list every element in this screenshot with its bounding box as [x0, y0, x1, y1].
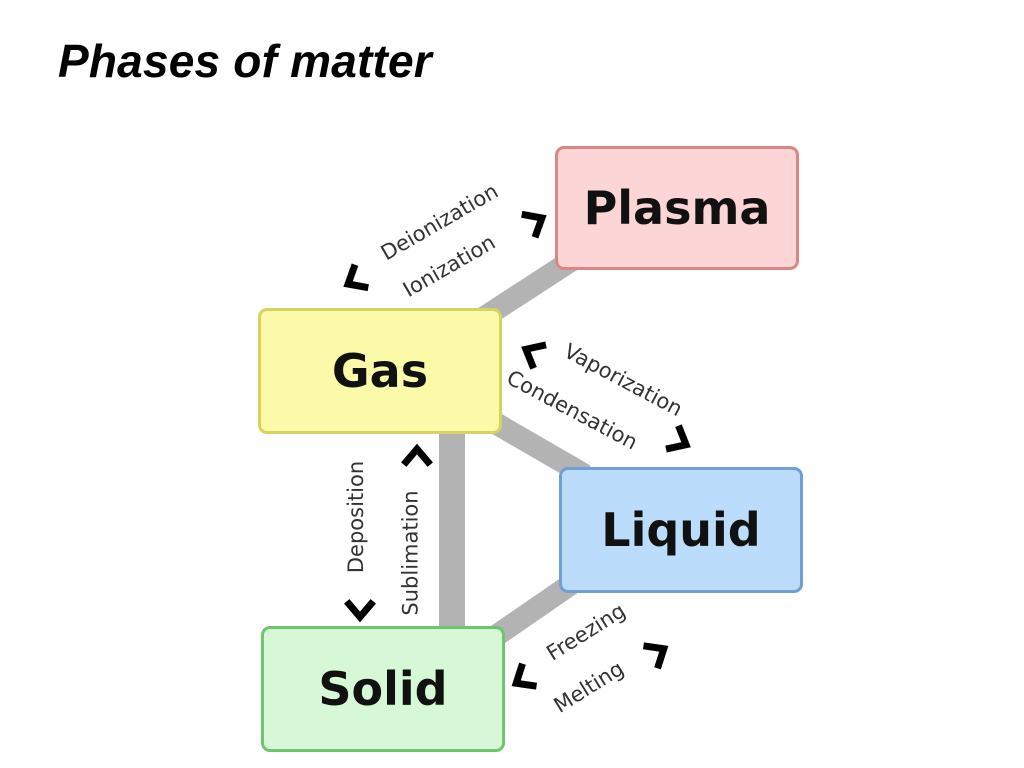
plasma-box: Plasma [555, 146, 799, 270]
chevron-right-icon [665, 424, 691, 453]
chevron-down-icon [344, 599, 376, 623]
page-title: Phases of matter [58, 35, 432, 87]
gas-box: Gas [258, 308, 502, 434]
sublimation-label: Sublimation [398, 490, 423, 616]
gas-label: Gas [331, 344, 429, 398]
deposition-label: Deposition [344, 460, 369, 574]
chevron-left-icon [521, 341, 547, 370]
chevron-up-icon [401, 443, 433, 467]
solid-box: Solid [261, 626, 505, 752]
liquid-box: Liquid [559, 467, 803, 593]
connector-gas-liquid [484, 410, 591, 485]
chevron-left-icon [343, 263, 369, 292]
chevron-right-icon [521, 210, 547, 239]
solid-label: Solid [318, 662, 448, 716]
chevron-left-icon [511, 662, 538, 690]
plasma-label: Plasma [583, 181, 771, 235]
liquid-label: Liquid [601, 503, 761, 557]
chevron-right-icon [642, 642, 669, 670]
